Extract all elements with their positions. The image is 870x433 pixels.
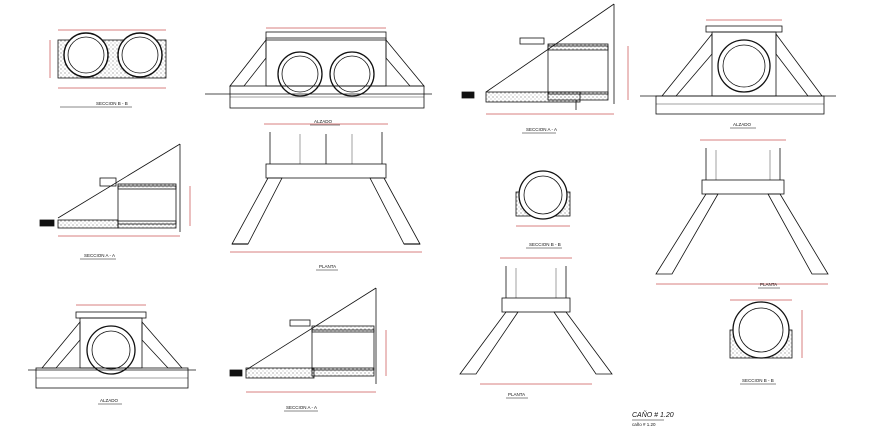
- single-pipe-section-b-b-bottom: [729, 299, 803, 385]
- caption-seccion-b-b-1: SECCION B - B: [96, 101, 128, 106]
- single-pipe-elevation-bottom: [28, 304, 196, 405]
- caption-planta-3: PLANTA: [508, 392, 525, 397]
- double-pipe-section-b-b: [49, 29, 167, 108]
- caption-seccion-a-a-3: SECCION A - A: [286, 405, 317, 410]
- caption-seccion-b-b-2: SECCION B - B: [529, 242, 561, 247]
- drawing-title: CAÑO # 1.20: [632, 410, 674, 419]
- section-a-a-bottom: [229, 287, 387, 412]
- section-a-a-left: [39, 143, 191, 260]
- single-pipe-section-b-b-center: [515, 170, 571, 249]
- plan-view-bottom: [459, 257, 613, 399]
- caption-seccion-a-a-2: SECCION A - A: [84, 253, 115, 258]
- section-a-a-top: [461, 3, 629, 134]
- caption-seccion-a-a-1: SECCION A - A: [526, 127, 557, 132]
- caption-alzado-3: ALZADO: [100, 398, 119, 403]
- drawing-sheet-label: caño # 1.20: [632, 422, 656, 427]
- caption-planta-2: PLANTA: [760, 282, 777, 287]
- caption-seccion-b-b-3: SECCION B - B: [742, 378, 774, 383]
- single-pipe-elevation-top: [640, 19, 836, 129]
- caption-alzado-2: ALZADO: [733, 122, 752, 127]
- plan-view-center: [230, 123, 422, 271]
- caption-planta-1: PLANTA: [319, 264, 336, 269]
- double-pipe-elevation: [205, 27, 432, 126]
- caption-alzado-1: ALZADO: [314, 119, 333, 124]
- plan-view-right: [655, 139, 829, 289]
